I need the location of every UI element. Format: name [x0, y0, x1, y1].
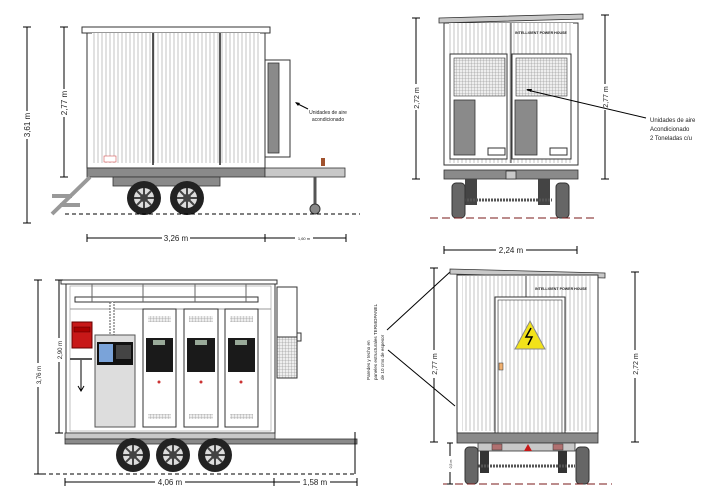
dim-right-height: 2,77 m — [603, 86, 610, 108]
side-view: 3,61 m 2,77 m 3,26 m 1,60 m Unidades de … — [22, 26, 360, 243]
chassis — [86, 167, 266, 178]
dim-overall-height: 3,76 m — [37, 366, 43, 384]
tail-light — [491, 443, 503, 451]
ac-label: acondicionado — [312, 117, 344, 123]
dim-box-height: 2,77 m — [60, 90, 69, 115]
door-handle — [498, 362, 504, 371]
svg-text:paneles estructurales TERMOPAN: paneles estructurales TERMOPANEL — [373, 303, 378, 380]
wheel — [169, 180, 205, 216]
svg-text:Paredes y techo en: Paredes y techo en — [366, 340, 371, 380]
inverter-cabinet — [224, 308, 259, 428]
roof — [81, 26, 271, 34]
interior-view: 3,76 m 2,90 m 4,06 m 1,58 m Paredes y te… — [34, 271, 456, 487]
logo-sticker — [103, 155, 117, 163]
dim-box-length: 3,26 m — [164, 234, 189, 243]
cable-tray — [74, 296, 259, 303]
dim-tongue-length: 1,60 m — [298, 236, 311, 241]
dim-width: 2,24 m — [499, 246, 524, 255]
wheel — [115, 437, 151, 473]
panel-material-label: Paredes y techo en paneles estructurales… — [366, 303, 385, 380]
inverter-cabinet — [183, 308, 219, 428]
brand-label: INTELLIGENT POWER HOUSE — [515, 31, 568, 35]
ac-unit — [449, 53, 508, 160]
chassis — [456, 432, 599, 444]
ac-label: Acondicionado — [650, 127, 690, 133]
ac-unit — [511, 53, 572, 160]
ac-label: Unidades de aire — [309, 110, 347, 116]
wheel — [155, 437, 191, 473]
dim-clearance: 0,5 m — [449, 460, 453, 469]
rear-view: INTELLIGENT POWER HOUSE 2,72 m 2,77 m Un… — [411, 13, 696, 219]
ac-label: Unidades de aire — [650, 118, 696, 124]
dim-tongue-length: 1,58 m — [303, 478, 328, 487]
dim-box-length: 4,06 m — [158, 478, 183, 487]
ac-label: 2 Toneladas c/u — [650, 136, 692, 142]
tongue — [264, 167, 346, 178]
front-view: 2,24 m INTELLIGENT POWER HOUSE 2,77 m 2,… — [429, 245, 640, 485]
dim-left-height: 2,77 m — [432, 353, 439, 375]
dim-overall-height: 3,61 m — [23, 112, 32, 137]
roof — [438, 13, 584, 24]
wheel — [197, 437, 233, 473]
wheel — [126, 180, 162, 216]
dim-left-height: 2,72 m — [414, 87, 421, 109]
wall-panels — [92, 33, 260, 163]
fire-extinguisher-box — [71, 321, 93, 349]
brand-label: INTELLIGENT POWER HOUSE — [535, 287, 588, 291]
inverter-cabinet — [142, 308, 177, 428]
high-voltage-warning-icon — [514, 319, 546, 350]
tail-light — [552, 443, 564, 451]
dim-right-height: 2,72 m — [633, 353, 640, 375]
roof — [60, 279, 278, 285]
svg-text:de 10 cms de espesor: de 10 cms de espesor — [380, 334, 385, 380]
dim-box-height: 2,90 m — [58, 341, 64, 359]
step-ladder — [50, 175, 92, 216]
ac-unit — [276, 286, 298, 338]
